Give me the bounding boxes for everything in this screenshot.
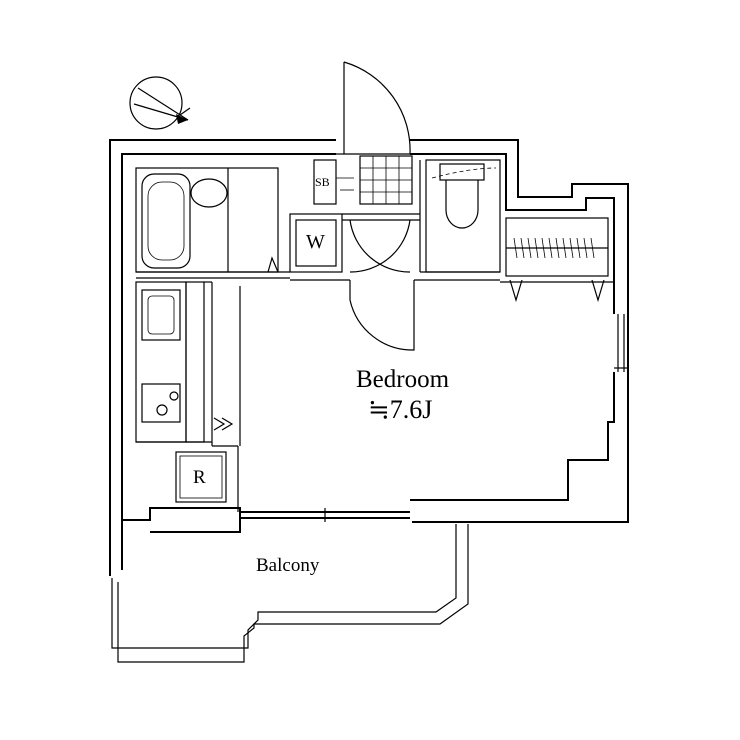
- refrigerator: [175, 451, 227, 503]
- hanger-rail-icon: [513, 237, 595, 259]
- entrance-door: [336, 61, 411, 155]
- bedroom-walls: [212, 286, 241, 512]
- north-arrow-icon: [129, 76, 191, 130]
- washer-label: W: [306, 231, 325, 253]
- inner-doors: [290, 219, 500, 351]
- entrance: [313, 61, 413, 205]
- washer-area: [289, 213, 420, 273]
- refrigerator-label: R: [193, 467, 206, 488]
- balcony-outline: [111, 524, 469, 663]
- sink-icon: [190, 178, 228, 208]
- bedroom-area: ≒7.6J: [368, 395, 433, 424]
- sink-icon: [141, 289, 181, 341]
- shoe-box-label: SB: [315, 175, 330, 189]
- stove-icon: [141, 383, 181, 423]
- toilet-icon: [439, 163, 485, 229]
- bedroom-label: Bedroom: [356, 366, 450, 393]
- bathtub-icon: [141, 173, 191, 269]
- toilet-room: [419, 159, 501, 273]
- bathroom: [135, 167, 290, 279]
- balcony-label: Balcony: [256, 555, 320, 576]
- tile-floor: [359, 155, 413, 205]
- outer-walls: [109, 139, 629, 576]
- closet: [500, 217, 614, 303]
- kitchen: [135, 281, 234, 446]
